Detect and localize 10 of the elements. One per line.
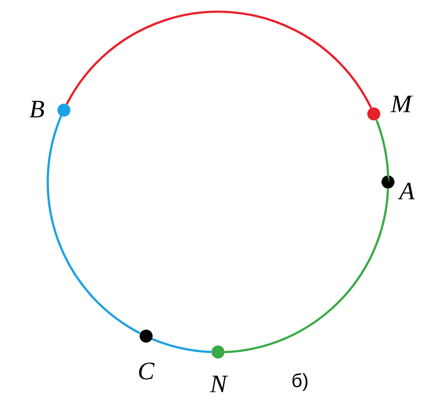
figure-label: б) xyxy=(292,373,308,391)
arc xyxy=(150,338,212,354)
point-label: C xyxy=(139,362,155,380)
point-label: B xyxy=(30,100,44,118)
arc xyxy=(46,115,141,334)
arc xyxy=(224,188,390,354)
point-label: M xyxy=(390,96,413,112)
point-label: N xyxy=(210,376,228,392)
point-label: A xyxy=(398,182,415,200)
arc xyxy=(66,10,372,109)
